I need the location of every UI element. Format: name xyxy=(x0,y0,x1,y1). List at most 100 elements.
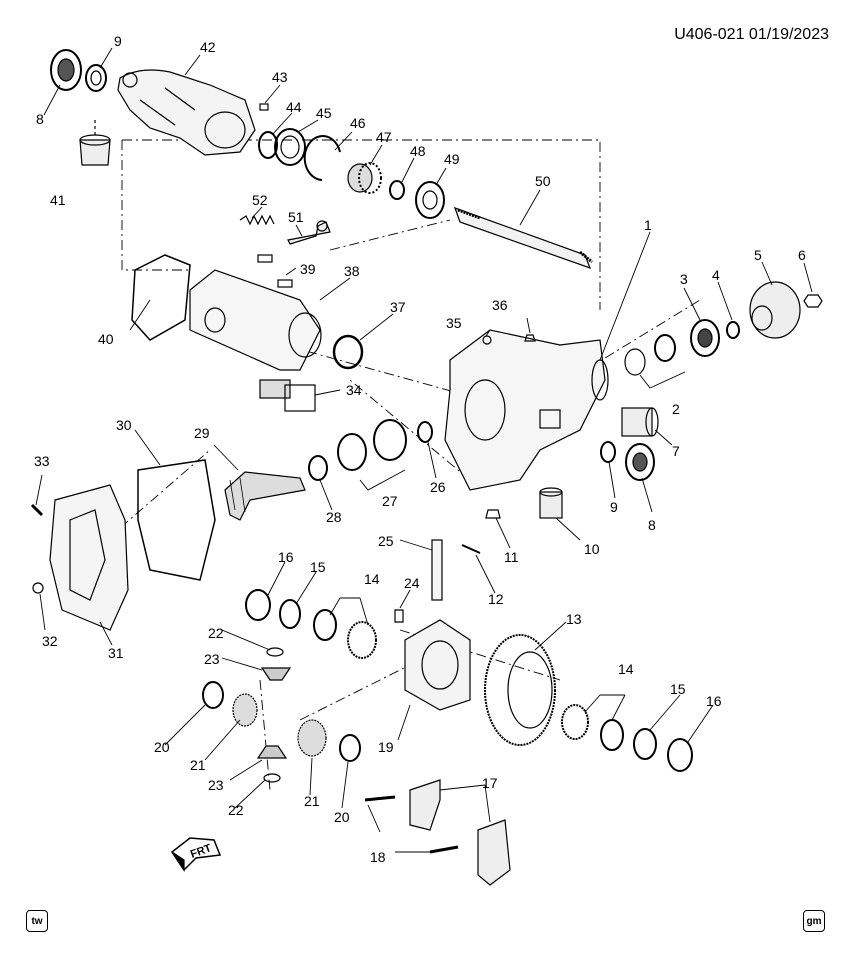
callout-42: 42 xyxy=(200,39,216,55)
part-14-bearing-left xyxy=(313,609,377,659)
callout-28: 28 xyxy=(326,509,342,525)
callout-8: 8 xyxy=(36,111,44,127)
part-19-differential-case xyxy=(404,619,471,711)
part-8-seal-right xyxy=(625,443,655,481)
callout-17: 17 xyxy=(482,775,498,791)
part-38-axle-tube xyxy=(189,269,322,371)
assembly-lines xyxy=(59,139,701,791)
callout-23: 23 xyxy=(204,651,220,667)
callout-24: 24 xyxy=(404,575,420,591)
part-45-bearing xyxy=(274,128,306,166)
callout-31: 31 xyxy=(108,645,124,661)
callout-16: 16 xyxy=(278,549,294,565)
part-14-bearing-right xyxy=(561,704,624,751)
part-23-pinion-top xyxy=(260,667,292,681)
part-21-side-gear-right xyxy=(297,719,327,757)
callout-3: 3 xyxy=(680,271,688,287)
callout-6: 6 xyxy=(798,247,806,263)
part-1-differential-carrier xyxy=(444,329,609,491)
callout-36: 36 xyxy=(492,297,508,313)
callout-43: 43 xyxy=(272,69,288,85)
callout-34: 34 xyxy=(346,382,362,398)
callout-26: 26 xyxy=(430,479,446,495)
part-12-lock-pin xyxy=(461,544,481,554)
part-11-plug xyxy=(485,509,501,519)
callout-27: 27 xyxy=(382,493,398,509)
part-41-bushing xyxy=(79,120,111,166)
part-3-seal xyxy=(690,319,720,357)
part-36-vent xyxy=(524,334,536,342)
part-40-gasket xyxy=(131,254,191,341)
callout-15-right: 15 xyxy=(670,681,686,697)
callout-40: 40 xyxy=(98,331,114,347)
part-15-shim-left xyxy=(279,599,301,629)
part-16-shim-left xyxy=(245,589,271,621)
callout-46: 46 xyxy=(350,115,366,131)
callout-8-right: 8 xyxy=(648,517,656,533)
callout-35: 35 xyxy=(446,315,462,331)
callout-12: 12 xyxy=(488,591,504,607)
part-21-side-gear-left xyxy=(232,693,258,727)
callout-9: 9 xyxy=(114,33,122,49)
callout-32: 32 xyxy=(42,633,58,649)
callout-49: 49 xyxy=(444,151,460,167)
callout-19: 19 xyxy=(378,739,394,755)
part-51-shift-fork xyxy=(287,220,331,245)
part-4-washer xyxy=(726,321,740,339)
part-15-shim-right xyxy=(633,728,657,760)
part-49-sleeve xyxy=(415,181,445,219)
callout-37: 37 xyxy=(390,299,406,315)
callout-51: 51 xyxy=(288,209,304,225)
callout-29: 29 xyxy=(194,425,210,441)
callout-45: 45 xyxy=(316,105,332,121)
callout-14-right: 14 xyxy=(618,661,634,677)
callout-9-right: 9 xyxy=(610,499,618,515)
callout-30: 30 xyxy=(116,417,132,433)
part-48-washer xyxy=(389,180,405,200)
gm-logo-icon: gm xyxy=(803,910,825,932)
callouts: 8 9 42 41 43 44 45 46 47 48 49 50 52 51 … xyxy=(34,33,806,865)
part-5-flange xyxy=(749,281,801,339)
part-39-bolts xyxy=(257,254,293,288)
part-10-bushing xyxy=(539,487,563,519)
part-20-washer-left xyxy=(202,681,224,709)
part-43-pin xyxy=(259,103,269,111)
callout-20: 20 xyxy=(154,739,170,755)
callout-15: 15 xyxy=(310,559,326,575)
part-30-gasket xyxy=(137,459,216,581)
callout-22-bottom: 22 xyxy=(228,802,244,818)
part-9-seal-right xyxy=(600,441,616,463)
callout-20-right: 20 xyxy=(334,809,350,825)
callout-7: 7 xyxy=(672,443,680,459)
callout-5: 5 xyxy=(754,247,762,263)
part-31-cover xyxy=(49,484,129,631)
part-2-race-b xyxy=(654,334,676,362)
part-16-shim-right xyxy=(667,738,693,772)
part-35-plug xyxy=(482,335,492,345)
callout-21: 21 xyxy=(190,757,206,773)
part-32-plug xyxy=(32,582,44,594)
callout-47: 47 xyxy=(376,129,392,145)
callout-18: 18 xyxy=(370,849,386,865)
callout-16-right: 16 xyxy=(706,693,722,709)
callout-2: 2 xyxy=(672,401,680,417)
part-7-bushing xyxy=(621,407,659,437)
part-18-bolts xyxy=(364,795,459,854)
callout-41: 41 xyxy=(50,192,66,208)
callout-38: 38 xyxy=(344,263,360,279)
callout-25: 25 xyxy=(378,533,394,549)
callout-21-right: 21 xyxy=(304,793,320,809)
callout-1: 1 xyxy=(644,217,652,233)
part-34-actuator xyxy=(259,379,316,412)
part-52-spring xyxy=(239,214,275,226)
part-17-bearing-caps xyxy=(409,779,511,886)
part-25-pin xyxy=(431,539,443,601)
part-22-washer-top xyxy=(266,647,284,657)
callout-14: 14 xyxy=(364,571,380,587)
part-28-spacer xyxy=(308,455,328,481)
part-22-washer-bottom xyxy=(263,773,281,783)
part-44-ring xyxy=(258,131,278,159)
callout-4: 4 xyxy=(712,267,720,283)
callout-10: 10 xyxy=(584,541,600,557)
